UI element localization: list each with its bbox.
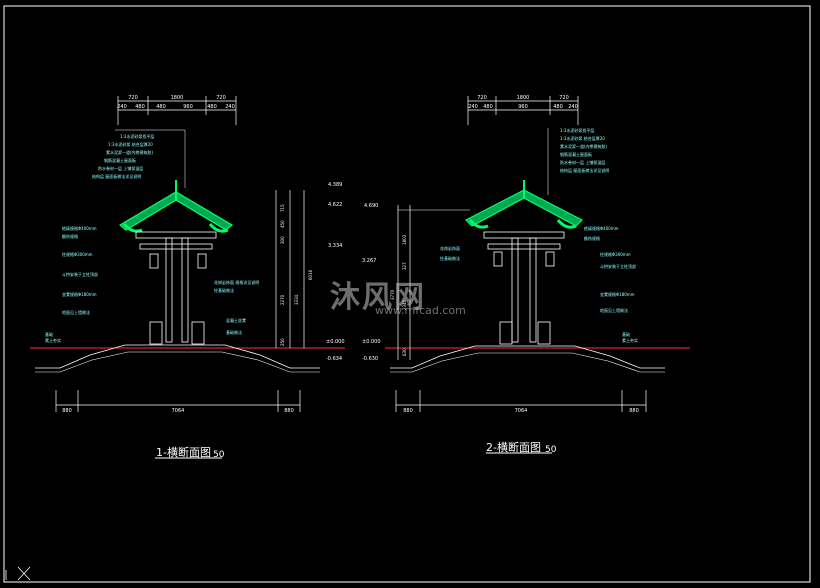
left-section-title: 1-横断面图 [156,445,211,459]
right-subdim-2: 480 [483,104,493,110]
right-dim-3: 720 [559,95,569,101]
left-vdim-2: 450 [280,220,285,228]
right-vert-dims: 1803 327 3770 2340 630 [390,234,407,356]
svg-text:素土夯实: 素土夯实 [45,337,61,343]
svg-text:柱规格Φ300mm: 柱规格Φ300mm [600,251,631,257]
left-dim-3: 720 [216,95,226,101]
left-elev-4: ±0.000 [326,339,345,345]
left-subdim-1: 240 [117,104,127,110]
svg-text:斗拱安装于立柱顶部: 斗拱安装于立柱顶部 [62,271,98,277]
svg-text:1:3水泥砂浆找平层: 1:3水泥砂浆找平层 [560,127,594,133]
svg-text:坐凳规格Φ180mm: 坐凳规格Φ180mm [600,291,635,297]
right-elev-1: 4.690 [364,203,378,209]
right-bdim-2: 7064 [515,408,528,414]
right-vdim-1: 1803 [402,234,407,245]
left-elev-1: 4.389 [328,182,342,188]
right-subdim-1: 240 [468,104,478,110]
svg-text:钢筋混凝土屋面板: 钢筋混凝土屋面板 [104,157,136,163]
right-vdim-3: 3770 [390,289,395,300]
svg-text:1:3水泥砂浆找平层: 1:3水泥砂浆找平层 [120,133,154,139]
right-bottom-dims: 880 7064 880 [403,408,639,414]
svg-text:结构层 屋面板做法详见说明: 结构层 屋面板做法详见说明 [92,173,141,179]
svg-text:基础: 基础 [622,331,630,337]
left-vdim-3: 300 [280,236,285,244]
right-bdim-1: 880 [403,408,413,414]
right-section-scale: 50 [545,445,557,455]
right-vdim-5: 630 [402,348,407,356]
svg-text:斗拱安装于立柱顶部: 斗拱安装于立柱顶部 [600,263,636,269]
right-subdim-3: 960 [518,104,528,110]
left-section-drawing [35,96,320,459]
svg-text:防水卷材一层 上铺保温层: 防水卷材一层 上铺保温层 [560,159,605,165]
svg-text:花岗岩饰面 规格详见说明: 花岗岩饰面 规格详见说明 [214,279,259,285]
svg-text:柱基础做法: 柱基础做法 [440,255,460,261]
svg-text:素土夯实: 素土夯实 [622,337,638,343]
left-notes: 1:3水泥砂浆找平层 1:3水泥砂浆 结合层厚20 素水泥浆一道(内掺建筑胶) … [45,133,259,343]
left-subdim-4: 960 [183,104,193,110]
left-vert-dims: 715 450 300 2270 3334 6016 250 [280,204,313,346]
left-bottom-dims: 880 7064 880 [62,408,294,414]
right-dim-1: 720 [477,95,487,101]
left-vdim-5: 3334 [294,294,299,305]
left-bdim-1: 880 [62,408,72,414]
svg-text:花岗岩饰面: 花岗岩饰面 [440,245,460,251]
svg-text:素水泥浆一道(内掺建筑胶): 素水泥浆一道(内掺建筑胶) [560,143,608,149]
ucs-icon [5,566,31,581]
svg-text:基础: 基础 [45,331,53,337]
svg-text:额枋规格: 额枋规格 [584,235,600,241]
left-subdim-6: 240 [225,104,235,110]
right-elev-2: 3.267 [362,258,376,264]
svg-text:混凝土坐凳: 混凝土坐凳 [226,317,246,323]
left-subdim-3: 480 [156,104,166,110]
left-dim-2: 1800 [171,95,184,101]
right-subdim-4: 480 [553,104,563,110]
right-dim-2: 1800 [517,95,530,101]
left-bdim-3: 880 [284,408,294,414]
left-vdim-7: 250 [280,338,285,346]
watermark-logo: 沐风网 [330,280,426,315]
left-elev-2: 4.622 [328,202,342,208]
left-bdim-2: 7064 [172,408,185,414]
svg-text:地面见上墙做法: 地面见上墙做法 [600,307,628,313]
right-elev-4: -0.630 [362,356,378,362]
svg-text:檐檩规格Φ400mm: 檐檩规格Φ400mm [62,225,97,231]
right-vdim-2: 327 [402,262,407,270]
left-elevations: 4.389 4.622 3.334 ±0.000 -0.634 [326,182,345,362]
left-vdim-1: 715 [280,204,285,212]
svg-text:基础做法: 基础做法 [226,329,242,335]
svg-text:柱基础做法: 柱基础做法 [214,287,234,293]
left-top-dims: 720 1800 720 240 480 480 960 480 240 [117,95,235,110]
right-elev-3: ±0.000 [362,339,381,345]
svg-text:地面见上墙做法: 地面见上墙做法 [62,309,90,315]
svg-text:额枋规格: 额枋规格 [62,233,78,239]
right-section-drawing [390,96,665,454]
svg-text:结构层 屋面板做法详见说明: 结构层 屋面板做法详见说明 [560,167,609,173]
svg-text:1:3水泥砂浆 结合层厚20: 1:3水泥砂浆 结合层厚20 [108,141,153,147]
right-notes: 1:3水泥砂浆找平层 1:3水泥砂浆 结合层厚20 素水泥浆一道(内掺建筑胶) … [440,127,638,343]
left-elev-3: 3.334 [328,243,342,249]
drawing-frame [3,5,811,583]
left-dim-1: 720 [128,95,138,101]
left-subdim-5: 480 [207,104,217,110]
left-vdim-6: 6016 [308,269,313,280]
left-vdim-4: 2270 [280,294,285,305]
left-subdim-2: 480 [135,104,145,110]
svg-text:柱规格Φ300mm: 柱规格Φ300mm [62,251,93,257]
right-elevations: 4.690 3.267 ±0.000 -0.630 [362,203,381,362]
svg-text:钢筋混凝土屋面板: 钢筋混凝土屋面板 [560,151,592,157]
right-vdim-4: 2340 [402,299,407,310]
right-top-dims: 720 1800 720 240 480 960 480 240 [468,95,578,110]
watermark-url: www.mfcad.com [375,304,466,317]
svg-text:素水泥浆一道(内掺建筑胶): 素水泥浆一道(内掺建筑胶) [106,149,154,155]
left-elev-5: -0.634 [326,356,342,362]
svg-text:坐凳规格Φ180mm: 坐凳规格Φ180mm [62,291,97,297]
left-section-scale: 50 [213,450,225,460]
right-bdim-3: 880 [629,408,639,414]
svg-text:防水卷材一层 上铺保温层: 防水卷材一层 上铺保温层 [98,165,143,171]
right-subdim-5: 240 [568,104,578,110]
right-section-title: 2-横断面图 [486,440,541,454]
svg-text:檐檩规格Φ400mm: 檐檩规格Φ400mm [584,225,619,231]
svg-text:1:3水泥砂浆 结合层厚20: 1:3水泥砂浆 结合层厚20 [560,135,605,141]
